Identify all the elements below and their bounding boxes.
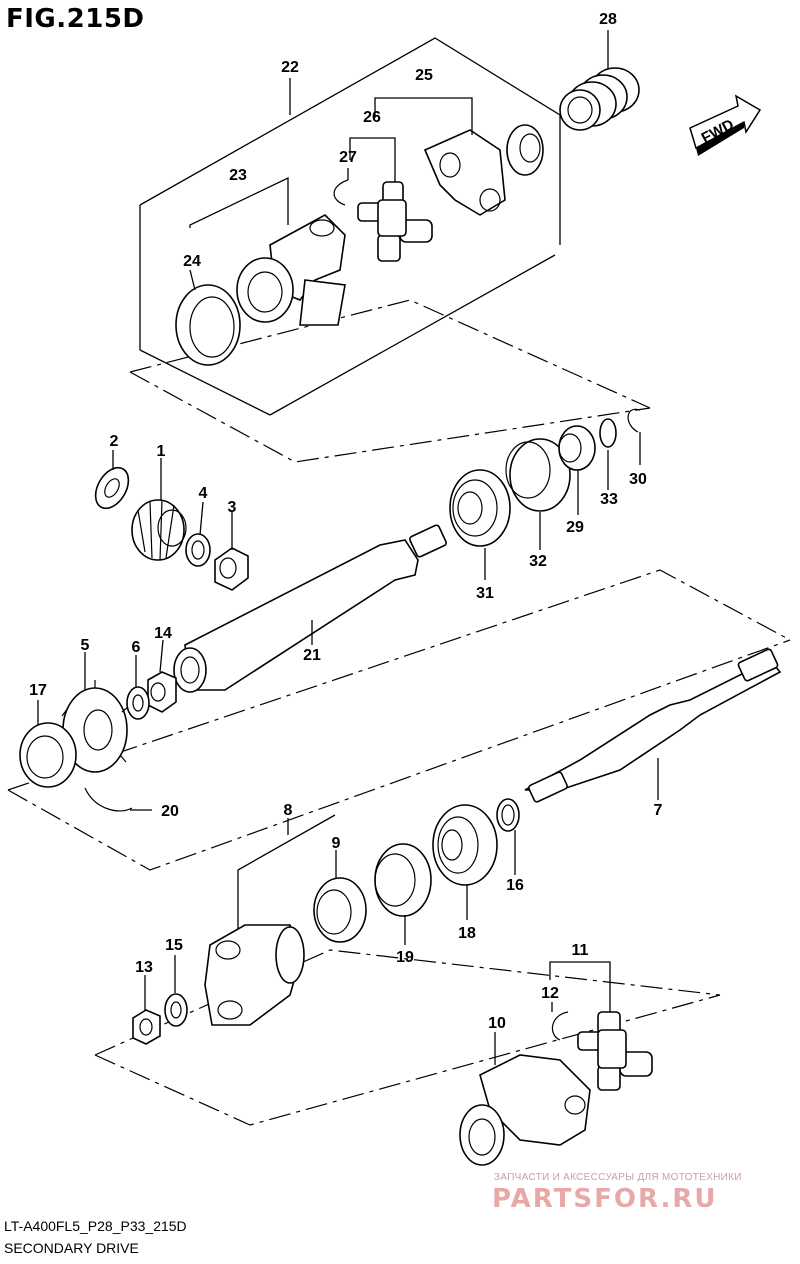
watermark-logo: PARTSFOR.RU <box>492 1184 718 1214</box>
spider-cross-part-26 <box>357 181 433 262</box>
fwd-arrow-icon: FWD <box>689 94 762 156</box>
callout-15: 15 <box>165 937 183 954</box>
callout-25: 25 <box>415 67 433 84</box>
callout-labels: 22 28 25 26 27 23 24 2 1 4 3 21 31 32 29… <box>29 11 662 1032</box>
drive-shaft-part-21 <box>173 524 447 693</box>
washer-part-2 <box>94 466 130 510</box>
callout-18: 18 <box>458 925 476 942</box>
race-part-32 <box>505 438 571 512</box>
circlip-part-20 <box>84 787 133 812</box>
seal-ring-part-24 <box>175 284 241 366</box>
callout-2: 2 <box>110 433 119 450</box>
seal-part-9 <box>313 877 367 943</box>
circlip-part-30 <box>627 408 641 433</box>
callout-16: 16 <box>506 877 524 894</box>
yoke-part-8 <box>204 924 305 1026</box>
yoke-part-23 <box>236 214 346 326</box>
figure-title: FIG.215D <box>6 4 145 34</box>
callout-24: 24 <box>183 253 201 270</box>
callout-21: 21 <box>303 647 321 664</box>
yoke-part-10 <box>459 1054 591 1166</box>
callout-11: 11 <box>572 942 589 959</box>
callout-28: 28 <box>599 11 617 28</box>
circlip-part-27 <box>333 179 349 206</box>
callout-26: 26 <box>363 109 381 126</box>
bearing-part-17 <box>19 722 77 788</box>
callout-30: 30 <box>629 471 647 488</box>
bearing-part-18 <box>432 804 498 886</box>
bevel-gear-part-1 <box>131 499 187 561</box>
figure-subtitle: SECONDARY DRIVE <box>4 1240 139 1256</box>
washer-part-15 <box>164 993 188 1027</box>
group-box-8 <box>237 814 336 930</box>
watermark-caption: ЗАПЧАСТИ И АКСЕССУАРЫ ДЛЯ МОТОТЕХНИКИ <box>494 1172 742 1183</box>
callout-31: 31 <box>476 585 494 602</box>
callout-4: 4 <box>199 485 208 502</box>
callout-29: 29 <box>566 519 584 536</box>
callout-1: 1 <box>157 443 166 460</box>
callout-19: 19 <box>396 949 414 966</box>
circlip-part-12 <box>551 1011 569 1041</box>
callout-5: 5 <box>81 637 90 654</box>
callout-33: 33 <box>600 491 618 508</box>
callout-9: 9 <box>332 835 341 852</box>
callout-32: 32 <box>529 553 547 570</box>
callout-6: 6 <box>132 639 141 656</box>
callout-20: 20 <box>161 803 179 820</box>
washer-part-4 <box>185 533 211 567</box>
leader-lines <box>37 30 659 1065</box>
callout-22: 22 <box>281 59 299 76</box>
shim-part-16 <box>496 798 520 832</box>
callout-13: 13 <box>135 959 153 976</box>
yoke-part-25 <box>423 124 544 216</box>
bearing-part-31 <box>449 469 511 547</box>
spider-cross-part-11 <box>577 1011 653 1091</box>
shim-part-33 <box>599 418 617 448</box>
group-box-22 <box>139 37 561 416</box>
callout-23: 23 <box>229 167 247 184</box>
nut-part-13 <box>132 1009 161 1045</box>
washer-part-6 <box>126 686 150 720</box>
callout-17: 17 <box>29 682 47 699</box>
callout-8: 8 <box>284 802 293 819</box>
callout-12: 12 <box>541 985 559 1002</box>
race-part-19 <box>374 843 432 917</box>
callout-3: 3 <box>228 499 237 516</box>
nut-part-3 <box>214 547 249 591</box>
nut-part-14 <box>147 671 177 713</box>
callout-27: 27 <box>339 149 357 166</box>
shaft-part-7 <box>524 648 782 803</box>
rubber-boot-part <box>559 67 640 131</box>
callout-14: 14 <box>154 625 172 642</box>
spacer-part-29 <box>558 425 596 471</box>
dashed-plane-middle <box>7 569 791 871</box>
figure-code: LT-A400FL5_P28_P33_215D <box>4 1218 187 1234</box>
callout-7: 7 <box>654 802 663 819</box>
callout-10: 10 <box>488 1015 506 1032</box>
